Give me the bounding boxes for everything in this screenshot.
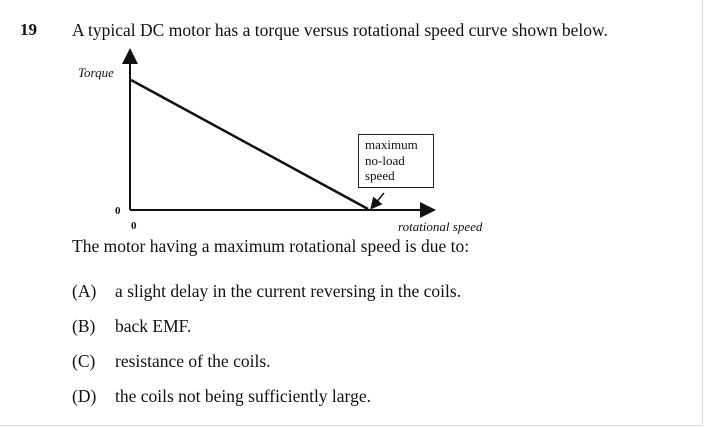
option-a[interactable]: (A) a slight delay in the current reversi… [72, 281, 461, 302]
torque-speed-line [130, 78, 369, 211]
option-b[interactable]: (B) back EMF. [72, 316, 191, 337]
option-d[interactable]: (D) the coils not being sufficiently larg… [72, 386, 371, 407]
option-c-letter: (C) [72, 351, 96, 371]
option-b-text: back EMF. [115, 316, 192, 336]
callout-pointer [370, 192, 385, 210]
callout-line-3: speed [365, 168, 395, 183]
question-stem: A typical DC motor has a torque versus r… [72, 20, 608, 40]
question-prompt: The motor having a maximum rotational sp… [72, 236, 470, 256]
y-origin-label: 0 [115, 205, 121, 217]
option-d-letter: (D) [72, 386, 97, 406]
callout-line-2: no-load [365, 152, 405, 168]
callout-line-1: maximum [365, 137, 418, 152]
max-speed-callout: maximum no-load speed [358, 134, 434, 188]
option-c[interactable]: (C) resistance of the coils. [72, 351, 271, 372]
option-a-letter: (A) [72, 281, 97, 301]
option-a-text: a slight delay in the current reversing … [115, 281, 462, 301]
option-c-text: resistance of the coils. [115, 351, 271, 371]
option-b-letter: (B) [72, 316, 96, 336]
option-d-text: the coils not being sufficiently large. [115, 386, 371, 406]
x-origin-label: 0 [131, 220, 137, 232]
y-axis-label: Torque [78, 65, 114, 80]
question-number: 19 [20, 20, 37, 39]
x-axis-label: rotational speed [398, 219, 483, 234]
